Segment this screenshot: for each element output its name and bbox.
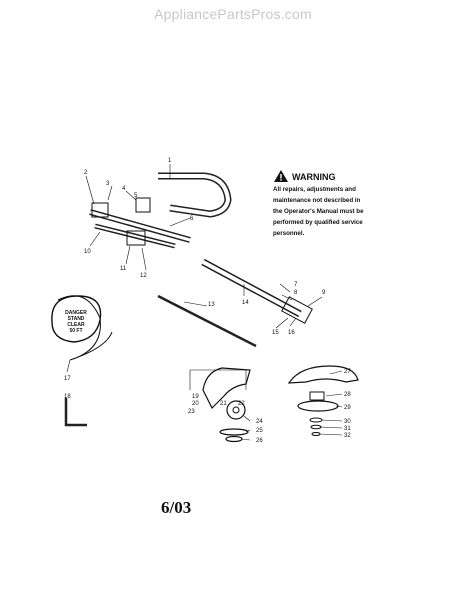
callout-21: 21	[220, 401, 227, 407]
callout-14: 14	[242, 300, 249, 306]
callout-13: 13	[208, 302, 215, 308]
callout-23: 23	[188, 409, 195, 415]
warning-line: the Operator's Manual must be	[273, 208, 364, 215]
warning-line: personnel.	[273, 230, 305, 237]
callout-4: 4	[122, 186, 126, 192]
callout-28: 28	[344, 392, 351, 398]
warning-text: All repairs, adjustments and maintenance…	[273, 184, 373, 239]
hex-key	[64, 398, 87, 427]
callout-26: 26	[256, 438, 263, 444]
sticker-line-1: DANGER	[65, 310, 87, 316]
callout-9: 9	[322, 290, 326, 296]
callout-22: 22	[238, 401, 245, 407]
sticker-line-2: STAND	[68, 316, 85, 322]
callout-8: 8	[294, 290, 298, 296]
callout-18: 18	[64, 394, 71, 400]
warning-line: maintenance not described in	[273, 197, 361, 204]
callout-2: 2	[84, 170, 88, 176]
callout-7: 7	[294, 282, 298, 288]
callout-16: 16	[288, 330, 295, 336]
callout-15: 15	[272, 330, 279, 336]
callout-6: 6	[190, 216, 194, 222]
callout-1: 1	[168, 158, 172, 164]
callout-17: 17	[64, 376, 71, 382]
callout-27: 27	[344, 369, 351, 375]
warning-line: performed by qualified service	[273, 219, 363, 226]
callout-11: 11	[120, 266, 127, 272]
blade-guard	[287, 365, 359, 384]
warning-title: WARNING	[292, 172, 336, 182]
callout-30: 30	[344, 419, 351, 425]
flex-cable	[157, 294, 257, 348]
callout-10: 10	[84, 249, 91, 255]
callout-12: 12	[140, 273, 147, 279]
callout-25: 25	[256, 428, 263, 434]
callout-24: 24	[256, 419, 263, 425]
sticker-line-3: CLEAR	[67, 322, 85, 328]
callout-3: 3	[106, 181, 110, 187]
callout-29: 29	[344, 405, 351, 411]
callout-19: 19	[192, 394, 199, 400]
warning-line: All repairs, adjustments and	[273, 186, 356, 193]
sticker-line-4: 50 FT	[69, 328, 82, 334]
callout-32: 32	[344, 433, 351, 439]
revision-date: 6/03	[161, 498, 192, 517]
warning-icon	[274, 170, 288, 182]
site-watermark: AppliancePartsPros.com	[154, 6, 312, 22]
callout-20: 20	[192, 401, 199, 407]
callout-5: 5	[134, 193, 138, 199]
callout-31: 31	[344, 426, 351, 432]
